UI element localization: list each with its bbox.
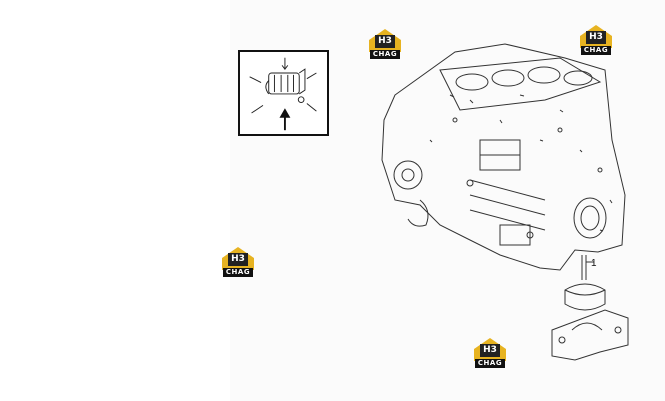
logo-mark: H3 bbox=[586, 31, 606, 44]
logo-mark: H3 bbox=[228, 253, 248, 266]
logo-mark: H3 bbox=[480, 344, 500, 357]
left-blank-area bbox=[0, 0, 230, 401]
bearing-shell-illustration bbox=[249, 57, 317, 131]
brand-logo: H3 CHAG bbox=[472, 337, 508, 369]
brand-logo: H3 CHAG bbox=[578, 24, 614, 56]
logo-word: CHAG bbox=[581, 46, 611, 55]
logo-word: CHAG bbox=[475, 359, 505, 368]
bearing-detail-inset bbox=[238, 50, 329, 136]
callout-label: 1 bbox=[591, 258, 597, 269]
brand-logo: H3 CHAG bbox=[367, 28, 403, 60]
logo-word: CHAG bbox=[370, 50, 400, 59]
logo-word: CHAG bbox=[223, 268, 253, 277]
logo-mark: H3 bbox=[375, 35, 395, 48]
brand-logo: H3 CHAG bbox=[220, 246, 256, 278]
